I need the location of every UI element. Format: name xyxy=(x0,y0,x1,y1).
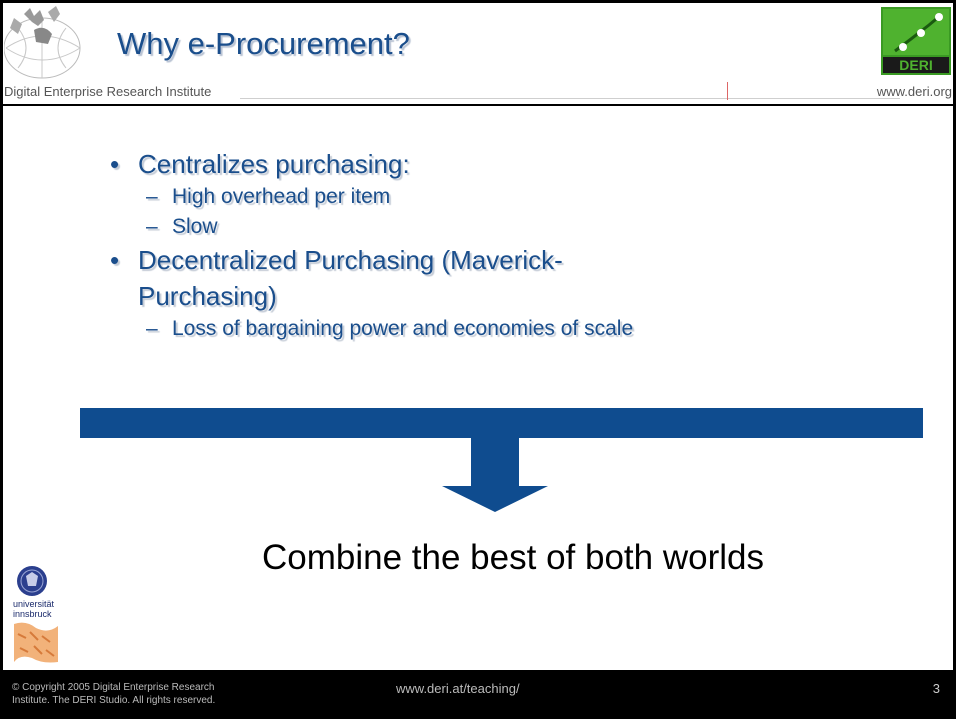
sub-bullet-text: Loss of bargaining power and economies o… xyxy=(172,317,634,340)
bullet-text-continued: Purchasing) xyxy=(138,281,277,311)
page-number: 3 xyxy=(932,681,940,696)
top-border xyxy=(0,0,956,3)
bullet-dot-icon: • xyxy=(110,245,120,275)
down-arrow-icon xyxy=(442,436,548,512)
institute-name: Digital Enterprise Research Institute xyxy=(4,84,212,99)
globe-chess-logo-icon xyxy=(4,6,81,79)
dash-icon: – xyxy=(146,185,158,208)
bullet-item: • Centralizes purchasing: xyxy=(110,146,910,182)
uni-logo-text-1: universität xyxy=(13,599,55,609)
left-border xyxy=(0,0,3,719)
copyright-line-1: © Copyright 2005 Digital Enterprise Rese… xyxy=(12,682,215,693)
copyright-line-2: Institute. The DERI Studio. All rights r… xyxy=(12,695,216,706)
dash-icon: – xyxy=(146,215,158,238)
sub-bullet-item: –High overhead per item xyxy=(110,182,910,212)
bullet-text: Centralizes purchasing: xyxy=(138,149,410,179)
header-rule xyxy=(0,104,956,106)
deri-logo-icon: DERI xyxy=(881,7,951,75)
right-border xyxy=(953,0,956,719)
sub-bullet-text: High overhead per item xyxy=(172,185,391,208)
bullet-text: Decentralized Purchasing (Maverick- xyxy=(138,245,563,275)
sub-bullet-item: –Loss of bargaining power and economies … xyxy=(110,314,910,344)
site-url: www.deri.org xyxy=(876,84,952,99)
subheader-line xyxy=(240,98,900,99)
slide-title: Why e-Procurement? xyxy=(117,26,410,61)
copyright: © Copyright 2005 Digital Enterprise Rese… xyxy=(12,681,215,707)
uni-logo-text-2: innsbruck xyxy=(13,609,52,619)
subheader: Digital Enterprise Research Institute ww… xyxy=(0,82,956,104)
conclusion-text: Combine the best of both worlds xyxy=(262,538,764,577)
bullet-dot-icon: • xyxy=(110,149,120,179)
deri-logo-text: DERI xyxy=(899,57,932,73)
deri-logo: DERI xyxy=(881,7,951,75)
bullet-list: •Centralizes purchasing: –High overhead … xyxy=(110,146,910,344)
bullet-item: • Decentralized Purchasing (Maverick- xyxy=(110,242,910,278)
sub-bullet-text: Slow xyxy=(172,215,218,238)
blue-bar xyxy=(80,408,923,438)
footer-url: www.deri.at/teaching/ xyxy=(396,681,520,696)
footer: © Copyright 2005 Digital Enterprise Rese… xyxy=(0,670,956,719)
bullet-continuation: Purchasing) xyxy=(110,278,910,314)
sub-bullet-item: –Slow xyxy=(110,212,910,242)
subheader-tick xyxy=(727,82,728,100)
dash-icon: – xyxy=(146,317,158,340)
university-innsbruck-logo-icon: universität innsbruck xyxy=(12,566,58,663)
